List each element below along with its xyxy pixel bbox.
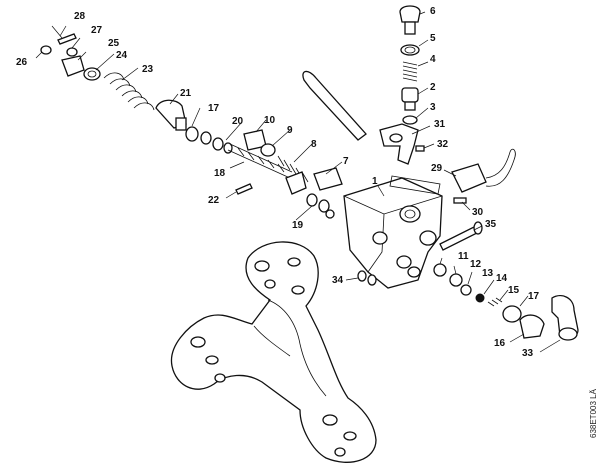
drawing-code: 638ET003 LÄ [589, 389, 598, 438]
pressure-knob-assembly [399, 5, 421, 125]
bolt-part [439, 221, 483, 251]
callout-25: 25 [108, 38, 120, 49]
callout-15: 15 [508, 285, 520, 296]
callout-11: 11 [458, 251, 469, 262]
callout-1: 1 [372, 176, 378, 187]
main-block-part [343, 177, 443, 289]
callout-22: 22 [208, 195, 220, 206]
plunger-and-seal-chain [185, 126, 343, 219]
bracket-part [379, 123, 425, 165]
outlet-valve-chain [433, 263, 579, 341]
callout-4: 4 [430, 54, 436, 65]
callout-33: 33 [522, 348, 534, 359]
screw-part [453, 197, 467, 204]
callout-16: 16 [494, 338, 506, 349]
callout-17-right: 17 [528, 291, 540, 302]
callout-20: 20 [232, 116, 244, 127]
callout-7: 7 [343, 156, 349, 167]
callout-27: 27 [91, 25, 103, 36]
callout-19: 19 [292, 220, 304, 231]
pressure-switch [389, 148, 516, 195]
bypass-tube [302, 70, 367, 141]
callout-24: 24 [116, 50, 128, 61]
callout-14: 14 [496, 273, 508, 284]
spring-and-valve-chain [40, 33, 187, 131]
callout-6: 6 [430, 6, 436, 17]
callout-3: 3 [430, 102, 436, 113]
callout-9: 9 [287, 125, 293, 136]
callout-17-left: 17 [208, 103, 220, 114]
callout-2: 2 [430, 82, 436, 93]
callout-32: 32 [437, 139, 449, 150]
callout-30: 30 [472, 207, 484, 218]
callout-34: 34 [332, 275, 344, 286]
callout-8: 8 [311, 139, 317, 150]
callout-35: 35 [485, 219, 497, 230]
pump-housing-frame [170, 241, 377, 463]
seal-rings-34 [357, 270, 377, 286]
callout-29: 29 [431, 163, 443, 174]
callout-12: 12 [470, 259, 482, 270]
callout-31: 31 [434, 119, 446, 130]
callout-13: 13 [482, 268, 494, 279]
callout-18: 18 [214, 168, 226, 179]
callout-26: 26 [16, 57, 28, 68]
callout-28: 28 [74, 11, 86, 22]
callout-23: 23 [142, 64, 154, 75]
callout-21: 21 [180, 88, 192, 99]
leader-lines [35, 11, 561, 353]
callout-5: 5 [430, 33, 436, 44]
callout-10: 10 [264, 115, 276, 126]
